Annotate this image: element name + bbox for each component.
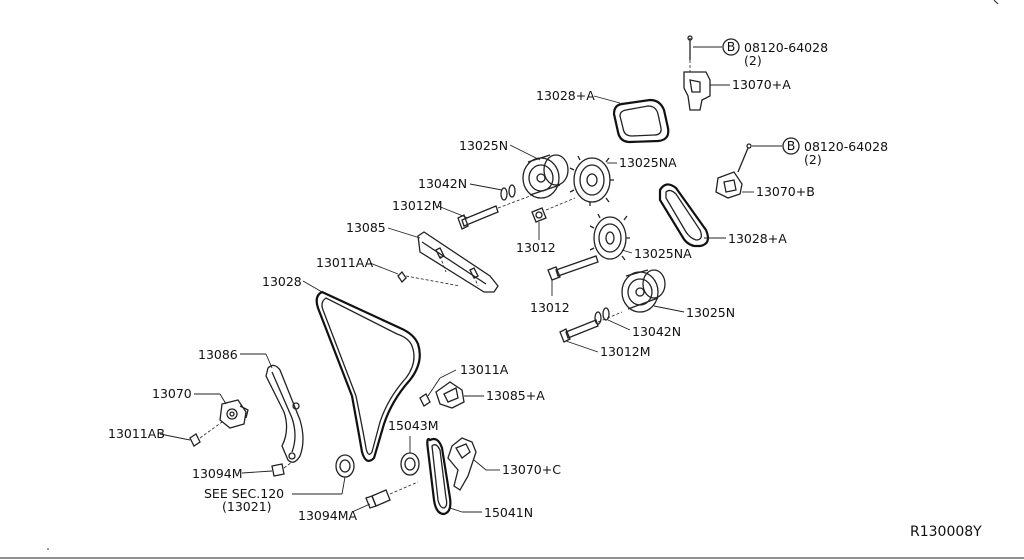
- sprocket-1-part: [509, 144, 569, 199]
- bolt-m-label: 13094M: [192, 466, 243, 481]
- bolt-1-part: [437, 195, 531, 230]
- tensioner-c-label: 13070+C: [502, 462, 561, 477]
- tensioner-part: [194, 393, 249, 429]
- bolt-2b-part: [559, 311, 623, 353]
- bolt-a-partno-label: 08120-64028: [744, 40, 828, 55]
- gasket-right-label: 13028+A: [728, 231, 787, 246]
- see-sec-sub-label: (13021): [222, 499, 272, 514]
- bolt-ma-label: 13094MA: [298, 508, 358, 523]
- oil-chain-label: 15041N: [484, 505, 533, 520]
- bolt-aa-part: [369, 262, 461, 287]
- bolt-b-partno-label: 08120-64028: [804, 139, 888, 154]
- bolt-1b-label: 13012: [516, 240, 556, 255]
- corner-mark: [993, 0, 999, 5]
- bolt-ma-part: [351, 481, 419, 513]
- bolt-m-part: [241, 461, 293, 477]
- washer-2-part: [594, 307, 631, 331]
- bolt-1-label: 13012M: [392, 198, 443, 213]
- bolt-a-part: [687, 35, 740, 72]
- slack-guide-part: [387, 227, 499, 293]
- sprocket-1-label: 13025N: [459, 138, 508, 153]
- slack-guide-a-label: 13085+A: [486, 388, 545, 403]
- see-sec-label: SEE SEC.120: [204, 486, 284, 501]
- tension-guide-part: [240, 353, 304, 463]
- sprocket-3-label: 13025NA: [634, 246, 692, 261]
- bolt-aa-label: 13011AA: [316, 255, 374, 270]
- guide-top-part: [683, 71, 730, 111]
- washer-1-label: 13042N: [418, 176, 467, 191]
- guide-b-label: 13070+B: [756, 184, 815, 199]
- washer-2-label: 13042N: [632, 324, 681, 339]
- gasket-right-part: [658, 183, 726, 248]
- bolt-a-qty-label: (2): [744, 53, 762, 68]
- bolt-b-marker: B: [787, 138, 796, 153]
- washer-1-part: [469, 183, 516, 201]
- sprocket-4-label: 13025N: [686, 305, 735, 320]
- bolt-2b-label: 13012M: [600, 344, 651, 359]
- chain-part: [302, 280, 421, 462]
- slack-guide-a-part: [435, 381, 484, 409]
- bolt-ab-part: [159, 421, 223, 447]
- guide-top-label: 13070+A: [732, 77, 791, 92]
- sprocket-4-part: [621, 269, 685, 313]
- tensioner-label: 13070: [152, 386, 192, 401]
- bolt-1b-part: [531, 197, 576, 240]
- tensioner-c-part: [447, 437, 500, 491]
- bolt-a-marker: B: [727, 39, 736, 54]
- seal-part: [400, 436, 420, 476]
- bolt-2-part: [547, 255, 599, 296]
- sprocket-2-part: [569, 155, 617, 206]
- gasket-top-part: [593, 95, 670, 144]
- reference-code: R130008Y: [910, 524, 982, 540]
- oil-chain-part: [426, 437, 482, 516]
- bolt-2-label: 13012: [530, 300, 570, 315]
- bolt-b-part: [737, 137, 800, 173]
- bolt-a-label: 13011A: [460, 362, 509, 377]
- chain-label: 13028: [262, 274, 302, 289]
- sprocket-2-label: 13025NA: [619, 155, 677, 170]
- corner-dot: [47, 548, 49, 550]
- seal-label: 15043M: [388, 418, 439, 433]
- sprocket-3-part: [589, 213, 633, 261]
- gasket-top-label: 13028+A: [536, 88, 595, 103]
- tension-guide-label: 13086: [198, 347, 238, 362]
- guide-b-part: [715, 171, 754, 199]
- bolt-a-small-part: [419, 369, 457, 407]
- slack-guide-label: 13085: [346, 220, 386, 235]
- crank-sprocket-part: [292, 454, 355, 495]
- bolt-b-qty-label: (2): [804, 152, 822, 167]
- bolt-ab-label: 13011AB: [108, 426, 165, 441]
